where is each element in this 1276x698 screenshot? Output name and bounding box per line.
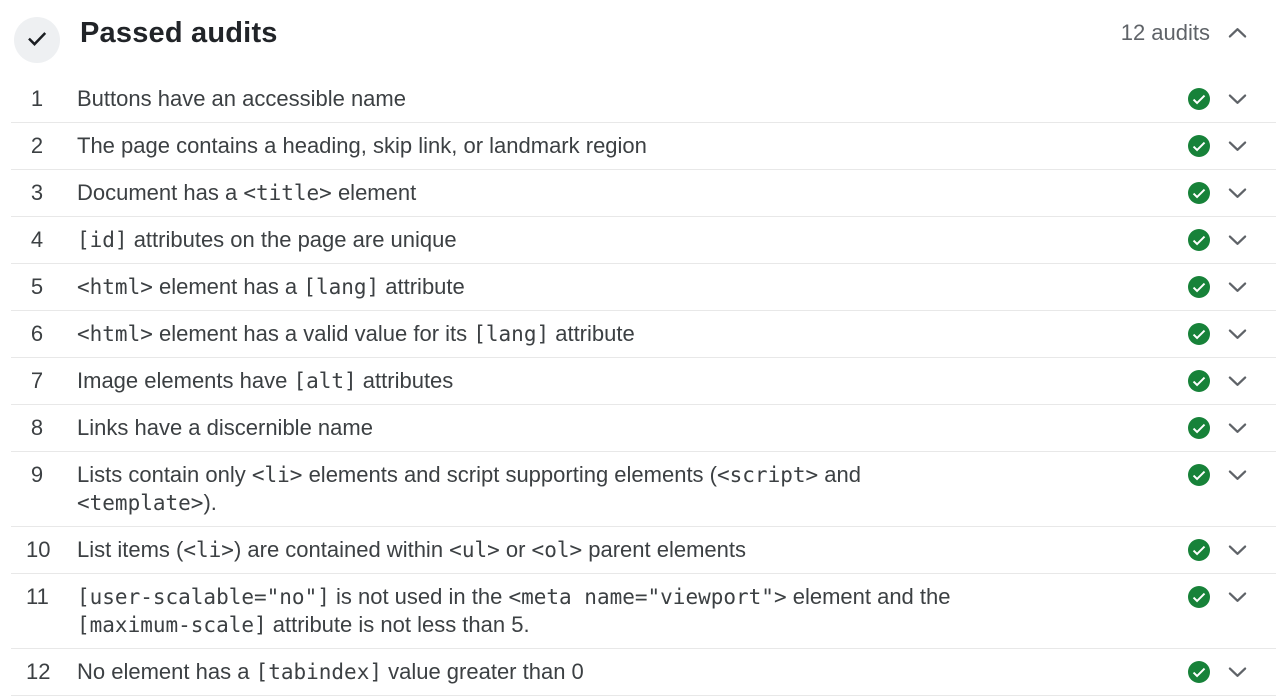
audit-row-icons [1188, 586, 1247, 608]
code-snippet: [maximum-scale] [77, 613, 267, 637]
audit-description: Document has a <title> element [77, 180, 417, 205]
audit-index: 7 [30, 368, 44, 393]
passed-audits-header[interactable]: Passed audits 12 audits [0, 0, 1276, 76]
code-snippet: [tabindex] [255, 660, 382, 684]
audit-row[interactable]: 6 <html> element has a valid value for i… [0, 311, 1276, 358]
audit-row[interactable]: 9 Lists contain only <li> elements and s… [0, 452, 1276, 527]
audit-index: 4 [30, 227, 44, 252]
audit-row[interactable]: 4 [id] attributes on the page are unique [0, 217, 1276, 264]
pass-check-icon [1188, 464, 1210, 486]
pass-check-icon [1188, 323, 1210, 345]
chevron-down-icon[interactable] [1228, 234, 1247, 246]
audit-row-icons [1188, 417, 1247, 439]
chevron-down-icon[interactable] [1228, 328, 1247, 340]
audit-description: List items (<li>) are contained within <… [77, 537, 746, 562]
pass-check-icon [1188, 229, 1210, 251]
pass-check-icon [1188, 370, 1210, 392]
code-snippet: <meta name="viewport"> [508, 585, 787, 609]
audit-row-icons [1188, 276, 1247, 298]
chevron-down-icon[interactable] [1228, 544, 1247, 556]
code-snippet: <ol> [531, 538, 583, 562]
audit-description: The page contains a heading, skip link, … [77, 133, 647, 158]
audit-index: 1 [30, 86, 44, 111]
code-snippet: [lang] [473, 322, 550, 346]
chevron-down-icon[interactable] [1228, 469, 1247, 481]
audit-description: Image elements have [alt] attributes [77, 368, 454, 393]
audit-description: [user-scalable="no"] is not used in the … [77, 584, 951, 637]
chevron-down-icon[interactable] [1228, 591, 1247, 603]
pass-check-icon [1188, 586, 1210, 608]
check-icon [24, 25, 50, 56]
code-snippet: <ul> [449, 538, 500, 562]
audit-description: No element has a [tabindex] value greate… [77, 659, 584, 684]
chevron-down-icon[interactable] [1228, 281, 1247, 293]
audit-row-icons [1188, 464, 1247, 486]
audit-index: 2 [30, 133, 44, 158]
audit-count: 12 audits [1120, 20, 1210, 45]
audit-index: 3 [30, 180, 44, 205]
audit-row[interactable]: 5 <html> element has a [lang] attribute [0, 264, 1276, 311]
audit-index: 8 [30, 415, 44, 440]
audit-row[interactable]: 12 No element has a [tabindex] value gre… [0, 649, 1276, 696]
audit-row[interactable]: 2 The page contains a heading, skip link… [0, 123, 1276, 170]
pass-check-icon [1188, 417, 1210, 439]
chevron-down-icon[interactable] [1228, 422, 1247, 434]
chevron-down-icon[interactable] [1228, 93, 1247, 105]
audit-description: Links have a discernible name [77, 415, 373, 440]
chevron-down-icon[interactable] [1228, 187, 1247, 199]
chevron-down-icon[interactable] [1228, 666, 1247, 678]
audit-row[interactable]: 1 Buttons have an accessible name [0, 76, 1276, 123]
passed-badge [14, 17, 60, 63]
code-snippet: [lang] [303, 275, 380, 299]
audit-index: 5 [30, 274, 44, 299]
audit-description: Buttons have an accessible name [77, 86, 406, 111]
code-snippet: <li> [183, 538, 234, 562]
audit-index: 12 [26, 659, 51, 684]
pass-check-icon [1188, 182, 1210, 204]
audit-row-icons [1188, 182, 1247, 204]
audit-description: <html> element has a [lang] attribute [77, 274, 465, 299]
chevron-up-icon[interactable] [1228, 27, 1247, 39]
audit-row-icons [1188, 370, 1247, 392]
code-snippet: <html> [77, 322, 153, 346]
audit-description: [id] attributes on the page are unique [77, 227, 457, 252]
code-snippet: <template> [77, 491, 204, 515]
code-snippet: <html> [77, 275, 153, 299]
audit-row-icons [1188, 323, 1247, 345]
audit-row-icons [1188, 88, 1247, 110]
code-snippet: [user-scalable="no"] [77, 585, 330, 609]
audit-row-icons [1188, 135, 1247, 157]
audit-row-icons [1188, 539, 1247, 561]
code-snippet: <title> [243, 181, 332, 205]
audit-index: 6 [30, 321, 44, 346]
audit-row-icons [1188, 661, 1247, 683]
passed-audits-list: 1 Buttons have an accessible name 2 The … [0, 76, 1276, 696]
audit-row[interactable]: 10 List items (<li>) are contained withi… [0, 527, 1276, 574]
code-snippet: [alt] [293, 369, 357, 393]
pass-check-icon [1188, 135, 1210, 157]
pass-check-icon [1188, 88, 1210, 110]
code-snippet: <li> [251, 463, 303, 487]
pass-check-icon [1188, 661, 1210, 683]
audit-row-icons [1188, 229, 1247, 251]
section-title: Passed audits [80, 16, 278, 49]
pass-check-icon [1188, 276, 1210, 298]
audit-index: 11 [26, 584, 49, 609]
audit-row[interactable]: 8 Links have a discernible name [0, 405, 1276, 452]
chevron-down-icon[interactable] [1228, 375, 1247, 387]
audit-description: Lists contain only <li> elements and scr… [77, 462, 861, 515]
code-snippet: [id] [77, 228, 128, 252]
audit-row[interactable]: 3 Document has a <title> element [0, 170, 1276, 217]
audit-index: 10 [26, 537, 51, 562]
pass-check-icon [1188, 539, 1210, 561]
audit-row[interactable]: 11 [user-scalable="no"] is not used in t… [0, 574, 1276, 649]
chevron-down-icon[interactable] [1228, 140, 1247, 152]
code-snippet: <script> [717, 463, 819, 487]
audit-description: <html> element has a valid value for its… [77, 321, 635, 346]
audit-index: 9 [30, 462, 44, 487]
audit-row[interactable]: 7 Image elements have [alt] attributes [0, 358, 1276, 405]
